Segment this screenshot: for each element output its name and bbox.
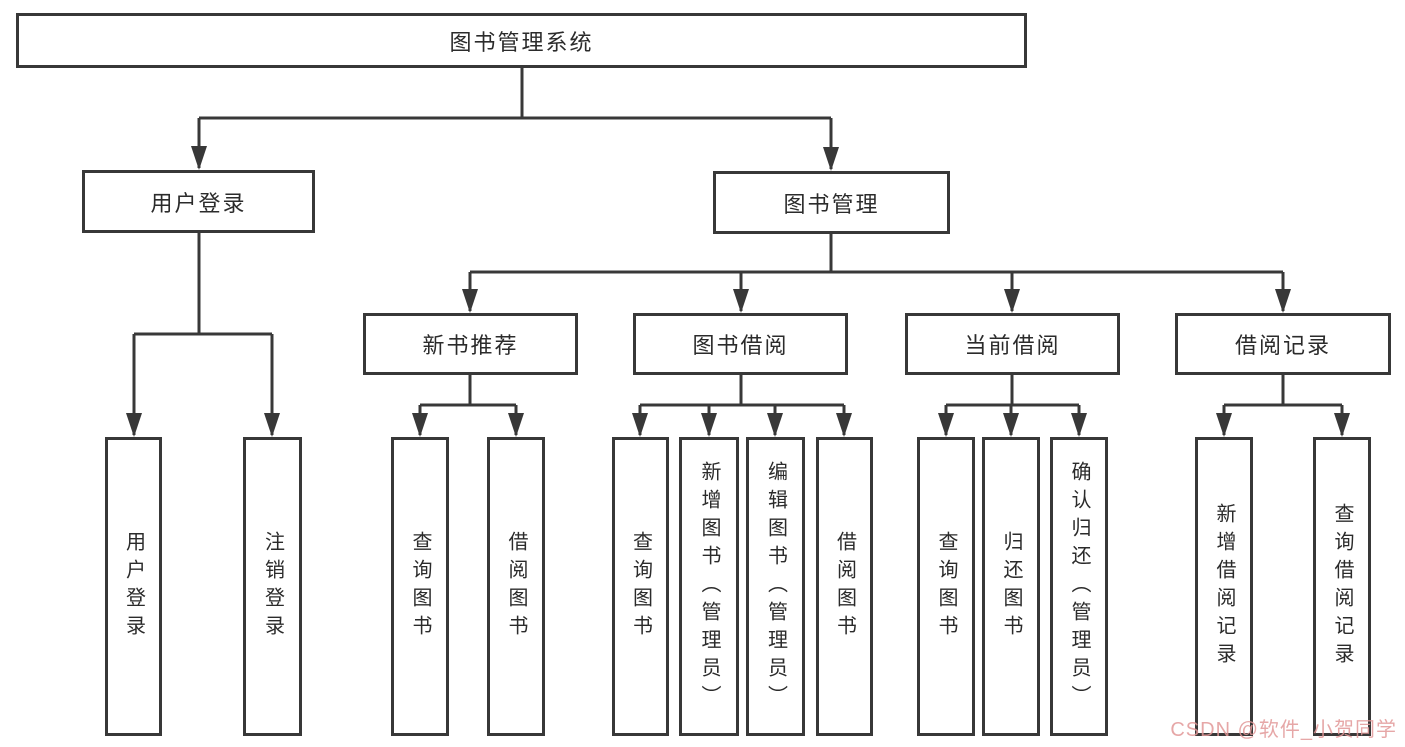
node-book-borrowing: 图书借阅	[633, 313, 848, 375]
leaf-return-books-label: 归还图书	[1000, 530, 1022, 643]
leaf-borrow-books: 借阅图书	[816, 437, 873, 736]
leaf-add-books-admin-label: 新增图书（管理员）	[698, 460, 720, 713]
node-book-management: 图书管理	[713, 171, 950, 234]
leaf-confirm-return-admin-label: 确认归还（管理员）	[1068, 460, 1090, 713]
connector-book-borrowing	[638, 375, 846, 435]
leaf-add-borrow-record-label: 新增借阅记录	[1213, 502, 1235, 671]
leaf-query-borrow-record: 查询借阅记录	[1313, 437, 1371, 736]
leaf-add-borrow-record: 新增借阅记录	[1195, 437, 1253, 736]
leaf-query-books-borrowing: 查询图书	[612, 437, 669, 736]
leaf-borrow-books-label: 借阅图书	[833, 530, 856, 643]
leaf-return-books: 归还图书	[982, 437, 1040, 736]
node-borrow-records: 借阅记录	[1175, 313, 1391, 375]
leaf-edit-books-admin: 编辑图书（管理员）	[746, 437, 805, 736]
leaf-query-books-recommend: 查询图书	[391, 437, 449, 736]
leaf-query-books-current-label: 查询图书	[935, 530, 957, 643]
node-current-borrowing: 当前借阅	[905, 313, 1120, 375]
leaf-edit-books-admin-label: 编辑图书（管理员）	[764, 460, 787, 713]
leaf-logout-label: 注销登录	[261, 530, 284, 643]
node-user-login: 用户登录	[82, 170, 315, 233]
leaf-query-books-current: 查询图书	[917, 437, 975, 736]
leaf-user-login: 用户登录	[105, 437, 162, 736]
arrowheads	[126, 146, 1350, 437]
leaf-query-borrow-record-label: 查询借阅记录	[1331, 502, 1353, 671]
leaf-logout: 注销登录	[243, 437, 302, 736]
connector-root	[197, 68, 833, 169]
leaf-user-login-label: 用户登录	[122, 530, 145, 643]
csdn-watermark: CSDN @软件_小贺同学	[1170, 719, 1397, 741]
node-library-system: 图书管理系统	[16, 13, 1027, 68]
leaf-borrow-books-recommend: 借阅图书	[487, 437, 545, 736]
connector-new-book-recommend	[418, 375, 518, 435]
leaf-query-books-borrowing-label: 查询图书	[629, 530, 652, 643]
node-new-book-recommend: 新书推荐	[363, 313, 578, 375]
connector-book-management	[468, 234, 1285, 311]
leaf-confirm-return-admin: 确认归还（管理员）	[1050, 437, 1108, 736]
connector-borrow-records	[1222, 375, 1344, 435]
leaf-query-books-recommend-label: 查询图书	[409, 530, 431, 643]
leaf-borrow-books-recommend-label: 借阅图书	[505, 530, 527, 643]
leaf-add-books-admin: 新增图书（管理员）	[679, 437, 739, 736]
connector-user-login	[132, 233, 274, 435]
